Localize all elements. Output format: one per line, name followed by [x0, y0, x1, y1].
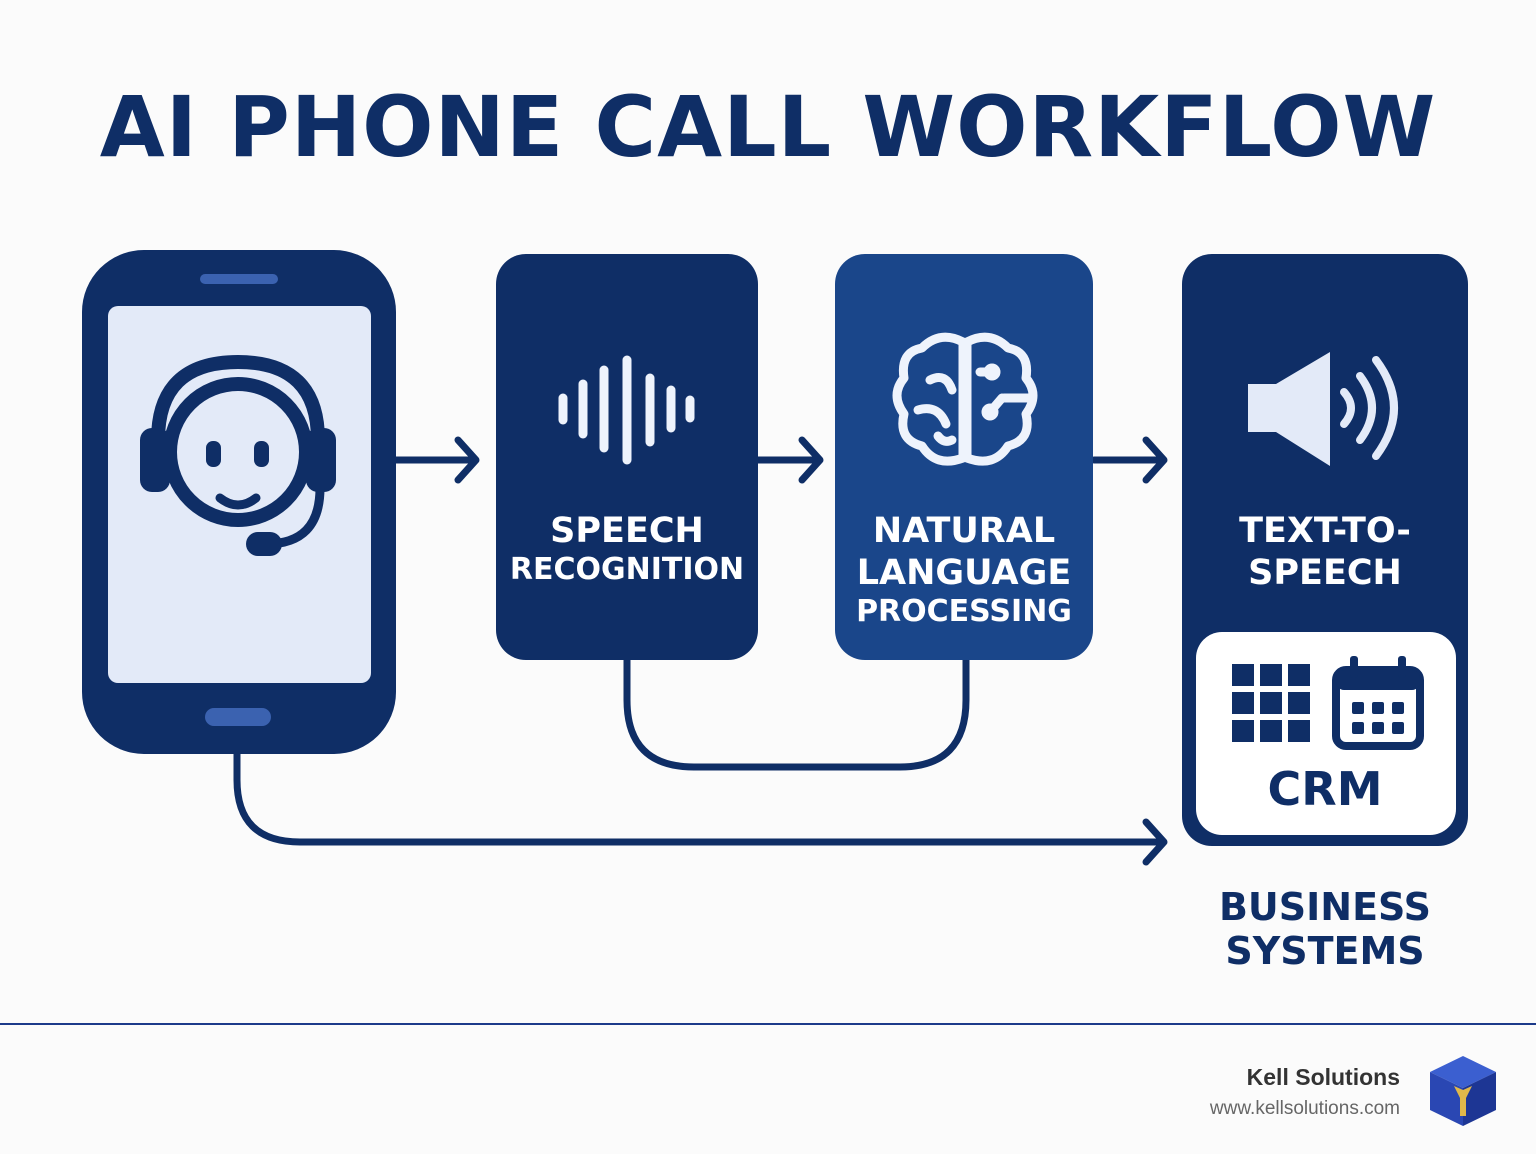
loop-speech-to-nlp: [623, 656, 970, 771]
tts-line2: SPEECH: [1248, 553, 1402, 593]
company-name: Kell Solutions: [1246, 1064, 1400, 1090]
nlp-line1: NATURAL: [872, 511, 1056, 551]
soundwave-icon: [558, 355, 695, 465]
crm-label: CRM: [1267, 762, 1383, 816]
tts-label: TEXT-TO- SPEECH: [1182, 510, 1468, 594]
grid-icon: [1232, 664, 1310, 742]
arrow-speech-to-nlp: [754, 436, 824, 484]
speech-recognition-line2: RECOGNITION: [509, 552, 745, 587]
headset-agent-icon: [140, 354, 336, 556]
footer-divider: [0, 1023, 1536, 1025]
business-systems-line2: SYSTEMS: [1225, 928, 1425, 973]
arrow-nlp-to-tts: [1090, 436, 1168, 484]
arrow-phone-to-speech: [392, 436, 480, 484]
connectors: [233, 436, 1168, 866]
speech-recognition-line1: SPEECH: [550, 511, 704, 551]
cube-logo-icon: [1430, 1056, 1496, 1126]
business-systems-line1: BUSINESS: [1218, 885, 1432, 929]
nlp-line2: LANGUAGE: [856, 553, 1072, 593]
brain-icon: [892, 332, 1038, 466]
business-systems-label: BUSINESS SYSTEMS: [1170, 885, 1480, 973]
arrow-phone-to-business: [233, 750, 1168, 866]
nlp-line3: PROCESSING: [856, 594, 1072, 629]
company-website[interactable]: www.kellsolutions.com: [1209, 1098, 1400, 1119]
speech-recognition-label: SPEECH RECOGNITION: [496, 510, 758, 588]
calendar-icon: [1332, 656, 1424, 750]
tts-line1: TEXT-TO-: [1239, 511, 1411, 551]
speaker-icon: [1248, 352, 1398, 466]
page-title: AI PHONE CALL WORKFLOW: [99, 78, 1437, 176]
nlp-label: NATURAL LANGUAGE PROCESSING: [835, 510, 1093, 630]
